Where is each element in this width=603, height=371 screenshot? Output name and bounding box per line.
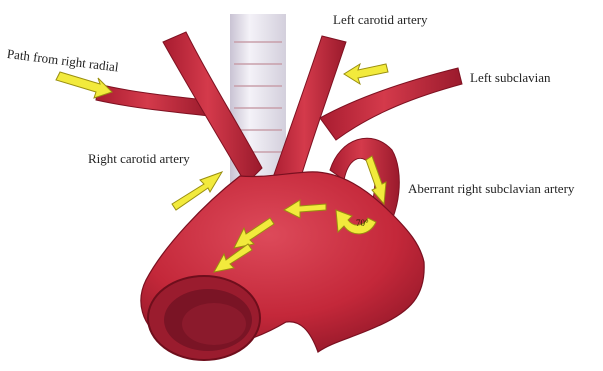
left-subclavian-vessel <box>320 68 462 140</box>
radial-path-arrow <box>56 72 112 98</box>
right-carotid-label: Right carotid artery <box>88 151 190 166</box>
angle-label: 70° <box>356 218 369 228</box>
left-carotid-label: Left carotid artery <box>333 12 428 27</box>
left-carotid-arrow <box>344 64 388 84</box>
left-subclavian-label: Left subclavian <box>470 70 551 85</box>
aberrant-right-subclavian-label: Aberrant right subclavian artery <box>408 181 574 196</box>
aortic-lumen <box>148 276 260 360</box>
